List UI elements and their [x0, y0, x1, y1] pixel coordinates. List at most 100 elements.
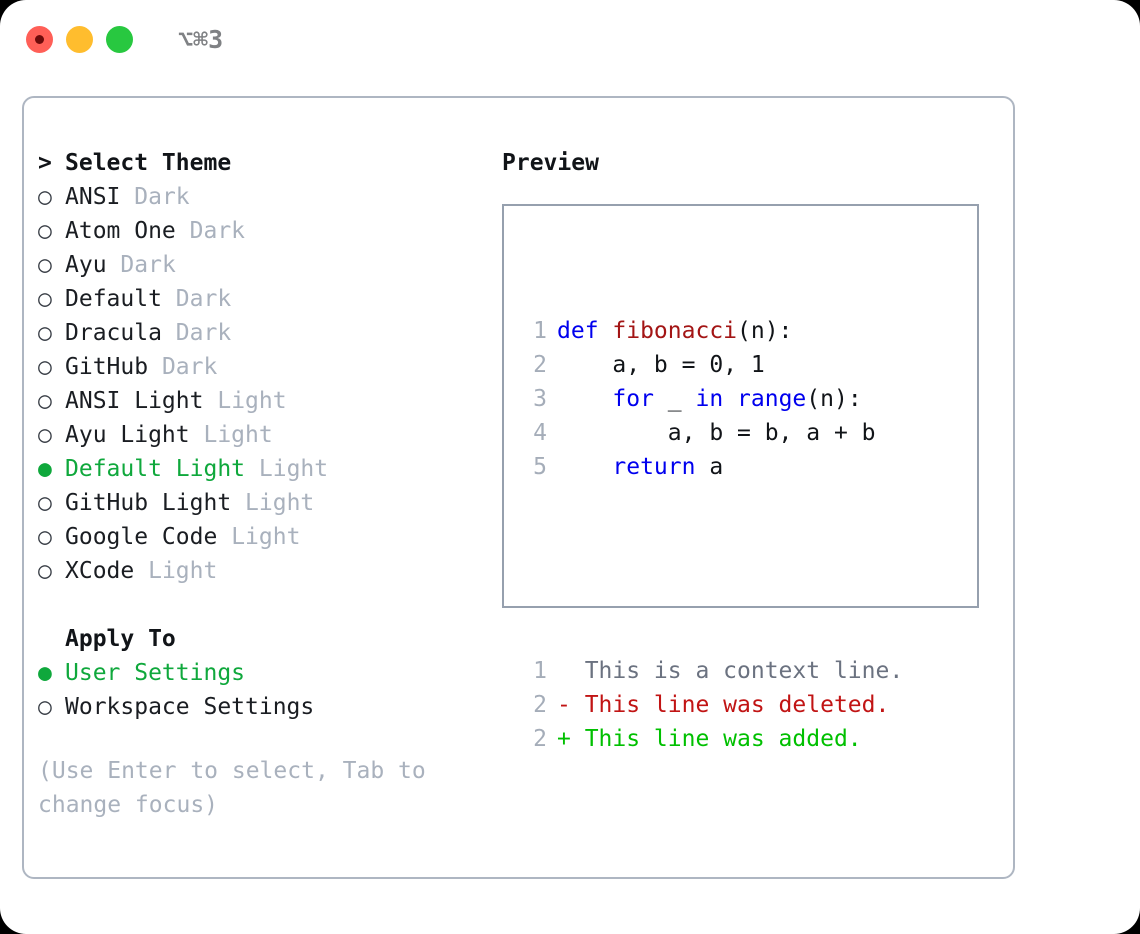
theme-name-gap [203, 384, 217, 418]
code-token-plain: a, b = 0, 1 [557, 352, 765, 378]
recording-dot-icon [35, 34, 44, 44]
theme-mode-label: Light [231, 524, 301, 550]
radio-unselected-icon: ○ [38, 558, 52, 584]
list-spacer [38, 588, 502, 622]
radio-unselected-icon: ○ [38, 524, 52, 550]
theme-name-gap [217, 520, 231, 554]
code-token-kw: for [612, 386, 654, 412]
theme-list-item[interactable]: ○Ayu Light Light [38, 418, 502, 452]
code-token-plain: a [695, 454, 724, 480]
radio-unselected-icon: ○ [38, 184, 52, 210]
code-token-add: + This line was added. [557, 726, 862, 752]
theme-name-gap [120, 180, 134, 214]
theme-name: GitHub Light [65, 490, 232, 516]
maximize-button[interactable] [106, 25, 133, 53]
code-token-plain: _ [653, 386, 696, 412]
window-controls [26, 25, 133, 53]
theme-list-item[interactable]: ○Atom One Dark [38, 214, 502, 248]
code-token-fn: fibonacci [612, 318, 738, 344]
apply-to-options: ● User Settings ○Workspace Settings [38, 656, 502, 724]
code-token-plain: a, b = b, a + b [557, 420, 876, 446]
theme-mode-label: Dark [134, 184, 190, 210]
window-titlebar: ⌥⌘3 [0, 0, 1140, 78]
radio-unselected-icon: ○ [38, 320, 52, 346]
apply-to-option[interactable]: ○Workspace Settings [38, 690, 502, 724]
radio-unselected-icon: ○ [38, 422, 52, 448]
select-theme-title: Select Theme [65, 150, 232, 176]
code-token-kw: return [612, 454, 696, 480]
radio-unselected-icon: ○ [38, 252, 52, 278]
theme-list-item[interactable]: ○XCode Light [38, 554, 502, 588]
theme-list: ○ANSI Dark○Atom One Dark○Ayu Dark○Defaul… [38, 180, 502, 588]
theme-name: GitHub [65, 354, 149, 380]
theme-list-item[interactable]: ○ ANSI Dark [38, 180, 502, 214]
line-number: 2 [533, 726, 547, 752]
theme-list-column: > Select Theme ○ANSI Dark○Atom One Dark○… [24, 98, 502, 877]
keyboard-shortcut-label: ⌥⌘3 [178, 24, 224, 54]
theme-list-item[interactable]: ○GitHub Dark [38, 350, 502, 384]
radio-unselected-icon: ○ [38, 286, 52, 312]
theme-name: Ayu Light [65, 422, 190, 448]
close-button[interactable] [26, 25, 53, 53]
apply-to-option[interactable]: ● User Settings [38, 656, 502, 690]
theme-list-item[interactable]: ○ Ayu Dark [38, 248, 502, 282]
theme-mode-label: Light [148, 558, 218, 584]
radio-selected-icon: ● [38, 660, 52, 686]
radio-unselected-icon: ○ [38, 218, 52, 244]
radio-unselected-icon: ○ [38, 354, 52, 380]
code-token-kw: def [557, 318, 613, 344]
theme-name: Dracula [65, 320, 162, 346]
theme-name-gap [134, 554, 148, 588]
code-token-kw: in [695, 386, 724, 412]
code-token-ctx: This is a context line. [557, 658, 904, 684]
caret-icon: > [38, 150, 52, 176]
theme-name-gap [107, 248, 121, 282]
theme-name: ANSI Light [65, 388, 204, 414]
theme-name: ANSI [65, 184, 121, 210]
theme-list-item[interactable]: ○ Default Dark [38, 282, 502, 316]
theme-mode-label: Dark [120, 252, 176, 278]
theme-list-item[interactable]: ●Default Light Light [38, 452, 502, 486]
radio-unselected-icon: ○ [38, 490, 52, 516]
apply-to-option-label: User Settings [65, 660, 246, 686]
theme-name-gap [231, 486, 245, 520]
theme-list-item[interactable]: ○Dracula Dark [38, 316, 502, 350]
code-line: 5 return a [521, 450, 903, 484]
theme-list-item[interactable]: ○Google Code Light [38, 520, 502, 554]
line-number: 1 [533, 658, 547, 684]
line-number: 4 [533, 420, 547, 446]
theme-mode-label: Light [258, 456, 329, 482]
code-diff-gap [521, 552, 903, 586]
line-number: 2 [533, 352, 547, 378]
code-line: 2 a, b = 0, 1 [521, 348, 903, 382]
theme-mode-label: Light [217, 388, 287, 414]
theme-list-item[interactable]: ○ ANSI Light Light [38, 384, 502, 418]
code-line: 4 a, b = b, a + b [521, 416, 903, 450]
theme-mode-label: Dark [189, 218, 246, 244]
apply-to-title: Apply To [65, 626, 176, 652]
minimize-button[interactable] [66, 25, 93, 53]
theme-name-gap [162, 282, 176, 316]
diff-sample: 1 This is a context line. 2 - This line wa… [521, 654, 903, 756]
theme-name-gap [162, 316, 176, 350]
code-token-plain [723, 382, 737, 416]
theme-name-gap [190, 418, 204, 452]
code-token-del: - This line was deleted. [557, 692, 890, 718]
code-token-plain: (n): [806, 386, 862, 412]
code-token-plain [557, 450, 612, 484]
theme-name-gap [148, 350, 162, 384]
theme-name: Ayu [65, 252, 107, 278]
theme-list-item[interactable]: ○ GitHub Light Light [38, 486, 502, 520]
line-number: 3 [533, 386, 547, 412]
theme-name: Default [65, 286, 162, 312]
code-line: 1 This is a context line. [521, 654, 903, 688]
radio-unselected-icon: ○ [38, 388, 52, 414]
code-line: 3 for _ in range(n): [521, 382, 903, 416]
theme-mode-label: Light [245, 490, 315, 516]
theme-mode-label: Dark [175, 286, 232, 312]
